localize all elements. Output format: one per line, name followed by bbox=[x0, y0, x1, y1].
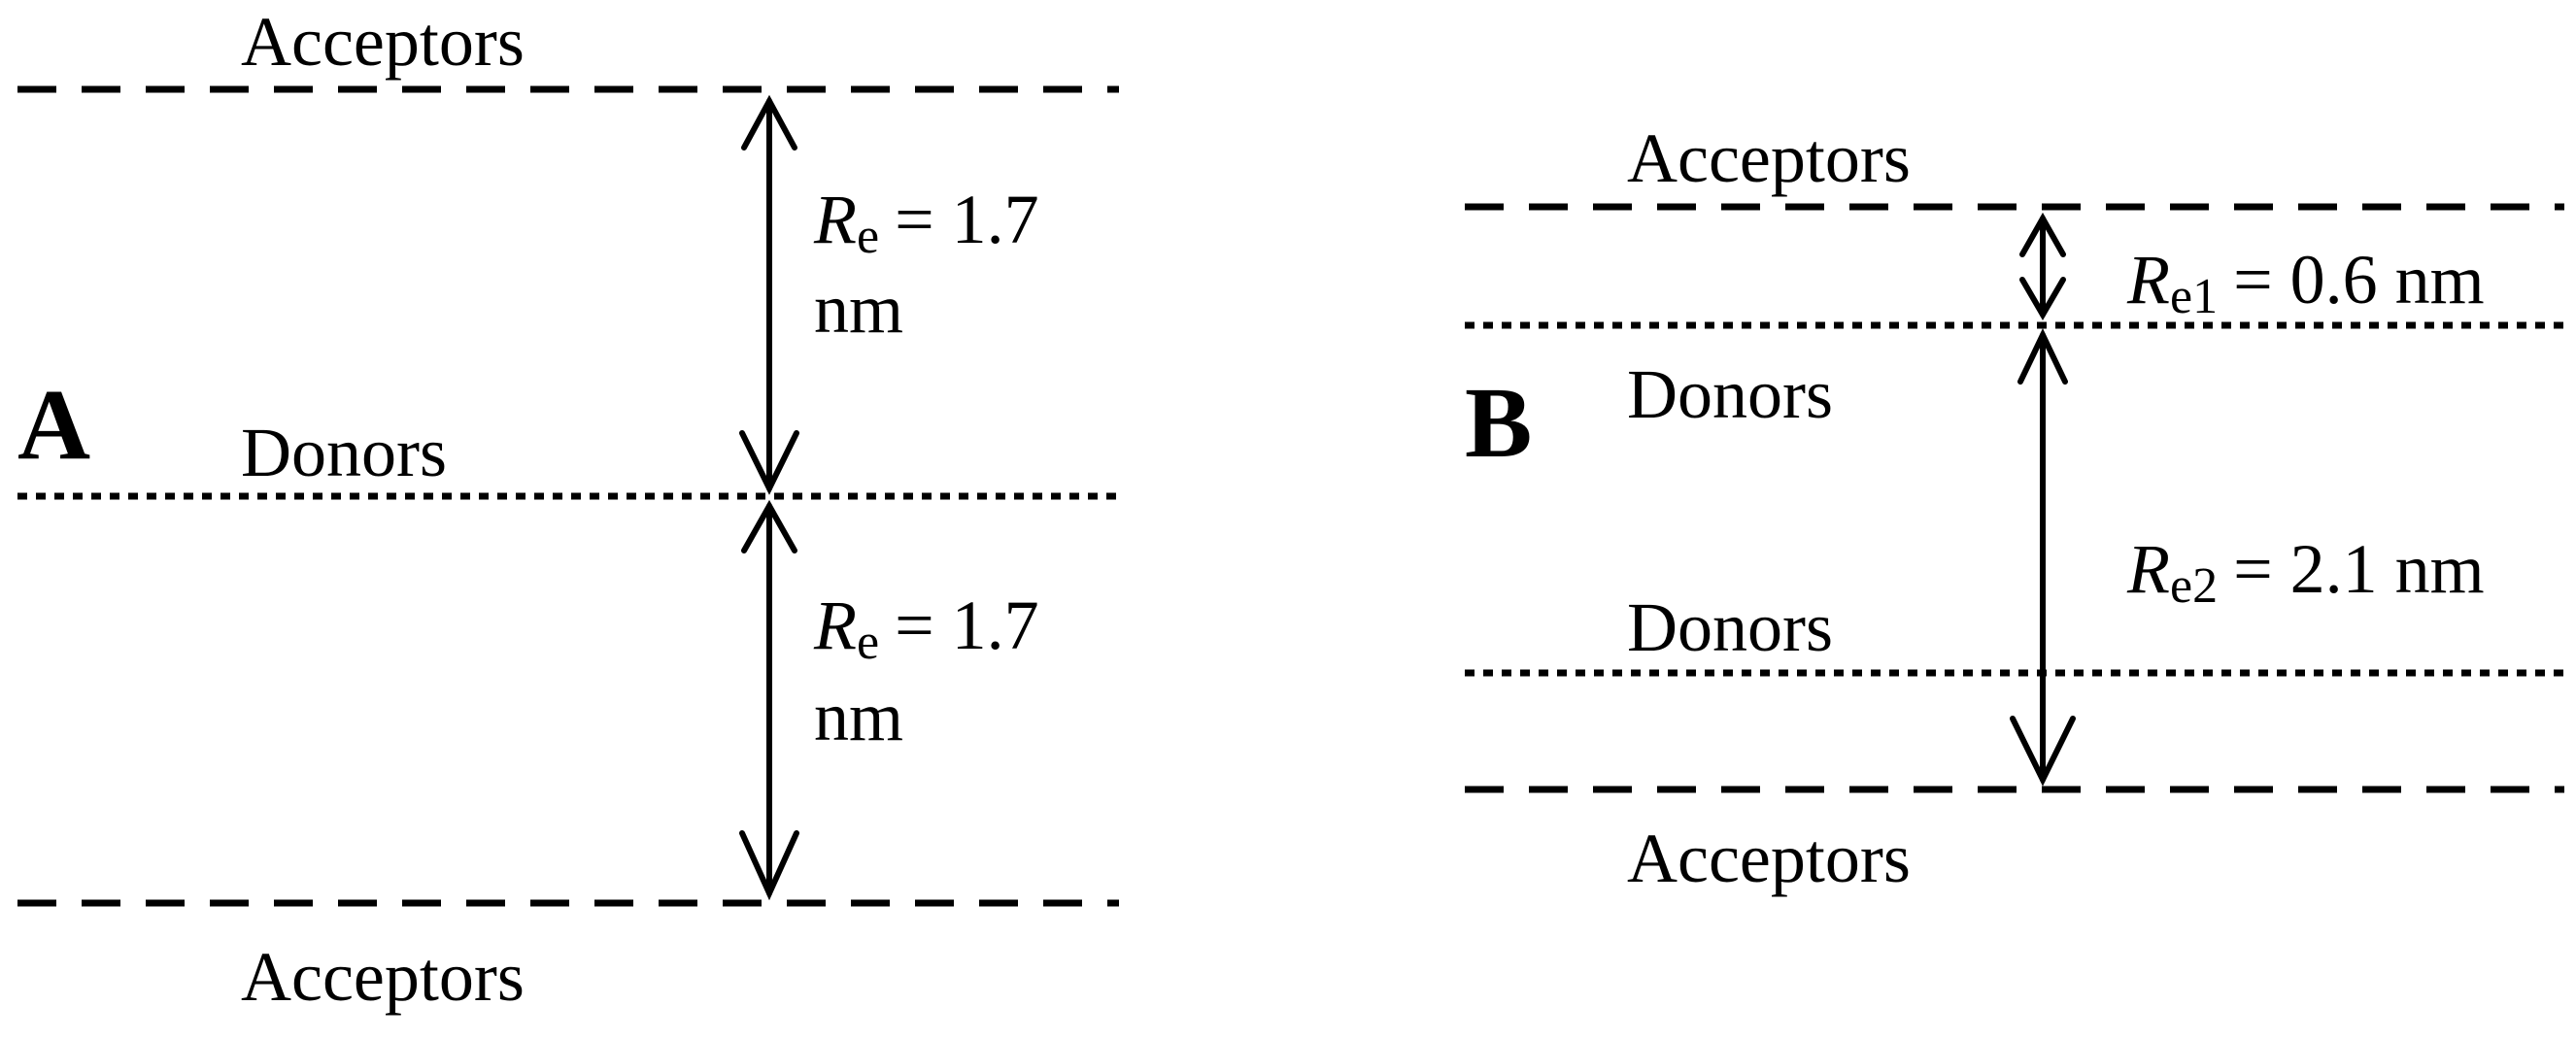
panel-b-short-distance-label: Re1 = 0.6 nm bbox=[2126, 241, 2485, 324]
panel-a-lower-value: = 1.7 bbox=[895, 587, 1039, 664]
panel-a-upper-distance-label: Re = 1.7 bbox=[813, 181, 1039, 264]
panel-b-letter: B bbox=[1465, 367, 1532, 479]
panel-a-upper-r-symbol: R bbox=[813, 181, 857, 258]
panel-b-short-arrow bbox=[2019, 212, 2066, 320]
panel-a: A Acceptors Donors Acceptors Re= 1.7 nm … bbox=[17, 3, 1119, 1016]
panel-a-donors-label: Donors bbox=[241, 414, 447, 491]
panel-a-upper-unit: nm bbox=[814, 270, 903, 348]
panel-a-lower-r-symbol: R bbox=[813, 587, 857, 664]
panel-b-short-r-symbol: R bbox=[2126, 241, 2170, 318]
panel-a-letter: A bbox=[17, 369, 90, 481]
panel-a-upper-value: = 1.7 bbox=[895, 181, 1039, 258]
panel-a-lower-arrow bbox=[739, 499, 799, 901]
panel-b-long-r-symbol: R bbox=[2126, 530, 2170, 608]
panel-a-bottom-acceptors-label: Acceptors bbox=[241, 938, 525, 1016]
panel-b-donors-label-2: Donors bbox=[1627, 588, 1833, 666]
panel-a-upper-subscript: e bbox=[857, 209, 879, 264]
panel-a-lower-subscript: e bbox=[857, 615, 879, 670]
panel-b-long-distance-label: Re2 = 2.1 nm bbox=[2126, 530, 2485, 614]
panel-b-long-subscript: e2 bbox=[2170, 558, 2218, 614]
panel-b-bottom-acceptors-label: Acceptors bbox=[1627, 820, 1911, 897]
panel-a-upper-arrow bbox=[739, 94, 799, 495]
panel-b-donors-label-1: Donors bbox=[1627, 355, 1833, 433]
panel-a-top-acceptors-label: Acceptors bbox=[241, 3, 525, 81]
panel-b-short-subscript: e1 bbox=[2170, 269, 2218, 324]
panel-b-long-arrow bbox=[2010, 328, 2076, 787]
panel-b: B Acceptors Donors Donors Acceptors Re1 =… bbox=[1465, 119, 2564, 897]
panel-a-lower-distance-label: Re = 1.7 bbox=[813, 587, 1039, 670]
panel-a-lower-unit: nm bbox=[814, 678, 903, 755]
panel-b-top-acceptors-label: Acceptors bbox=[1627, 119, 1911, 197]
panel-b-short-value: = 0.6 nm bbox=[2233, 241, 2485, 318]
panel-b-long-value: = 2.1 nm bbox=[2233, 530, 2485, 608]
